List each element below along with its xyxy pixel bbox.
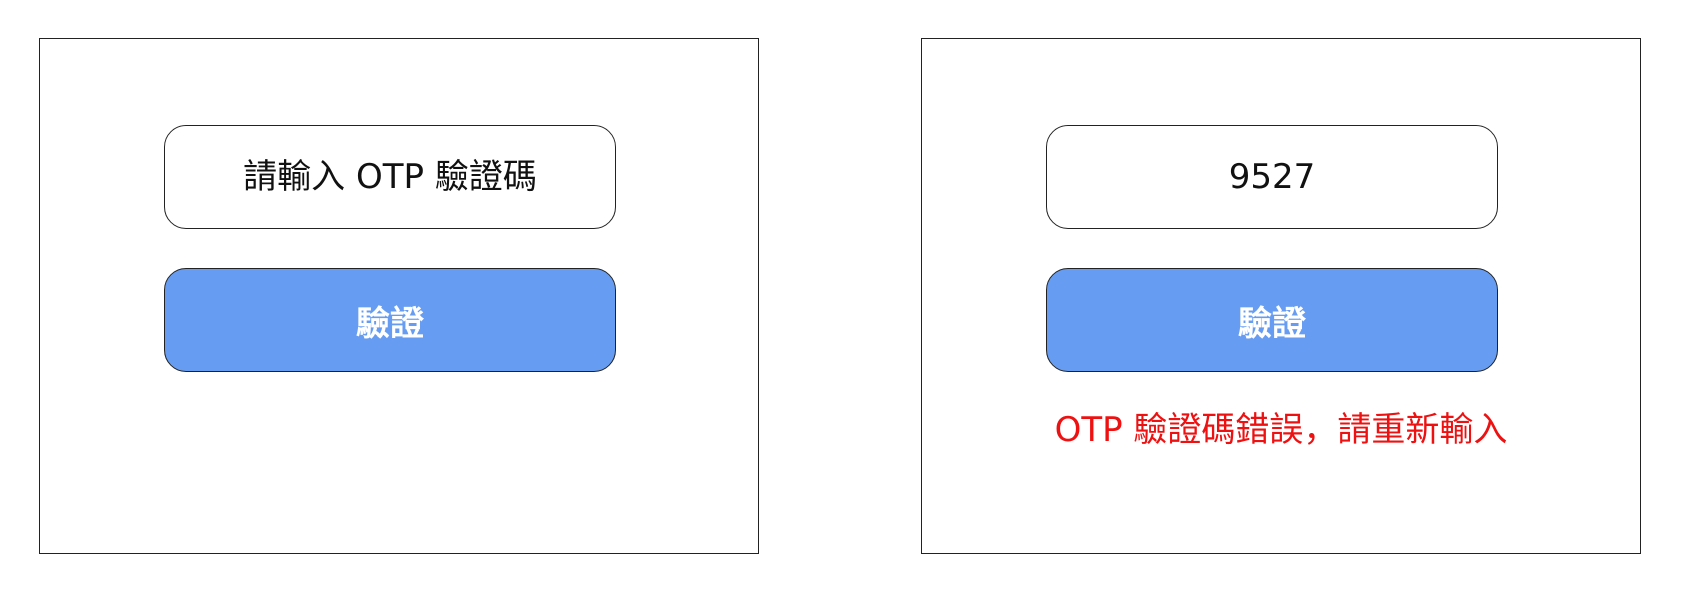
otp-input[interactable] (164, 125, 616, 229)
verify-button[interactable]: 驗證 (1046, 268, 1498, 372)
otp-form-error-state: 驗證 OTP 驗證碼錯誤，請重新輸入 (921, 38, 1641, 554)
error-message: OTP 驗證碼錯誤，請重新輸入 (1054, 410, 1508, 450)
otp-form-initial-state: 驗證 (39, 38, 759, 554)
verify-button[interactable]: 驗證 (164, 268, 616, 372)
otp-input[interactable] (1046, 125, 1498, 229)
